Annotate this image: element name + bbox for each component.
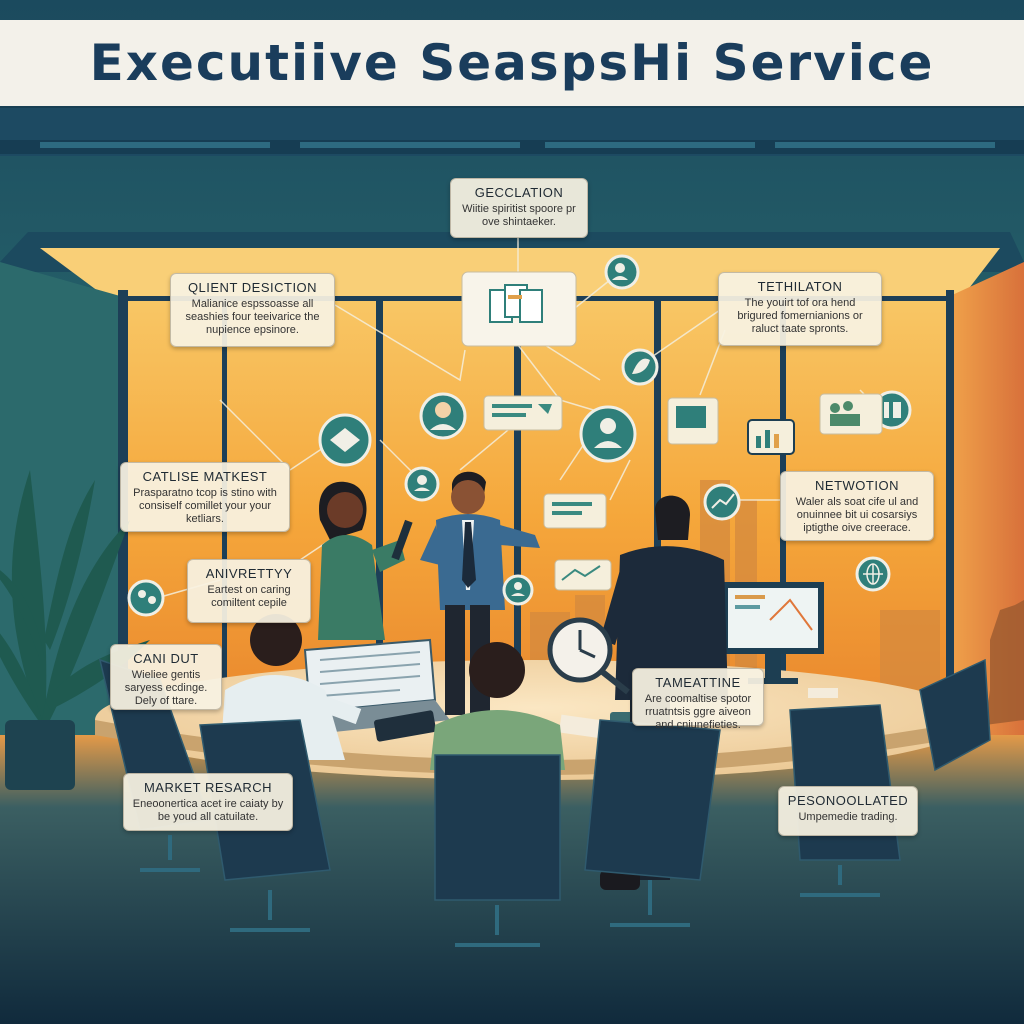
monitor — [722, 582, 824, 684]
briefcase-hand-icon — [502, 574, 534, 606]
team-chart-icon — [872, 390, 912, 430]
laptop — [303, 638, 450, 735]
card-title: TETHILATON — [757, 279, 843, 294]
chair-bases — [140, 835, 880, 947]
people-network-icon — [127, 579, 165, 617]
info-card-pesonoollated: PESONOOLLATED Umpemedie trading. — [778, 786, 918, 836]
card-body: Are coomaltise spotor rruatntsis ggre ai… — [644, 693, 752, 731]
card-body: Umpemedie trading. — [798, 811, 898, 823]
chart-bubble-icon — [747, 419, 795, 455]
card-title: PESONOOLLATED — [787, 793, 909, 808]
potted-plant — [0, 470, 150, 790]
info-card-anivrettyy: ANIVRETTYY Eartest on caring comiltent c… — [187, 559, 311, 623]
message-bubble-icon — [543, 493, 607, 529]
chat-message-icon — [483, 395, 563, 431]
card-title: GECCLATION — [474, 185, 564, 200]
card-title: QLIENT DESICTION — [187, 280, 318, 295]
presentation-board-icon — [667, 397, 719, 445]
card-title: ANIVRETTYY — [205, 566, 293, 581]
person-woman-presenting — [318, 481, 413, 640]
card-body: Eartest on caring comiltent cepile — [207, 584, 291, 609]
info-card-catlise-matkest: CATLISE MATKEST Prasparatno tcop is stin… — [120, 462, 290, 532]
growth-icon — [703, 483, 741, 521]
user-avatar-icon — [404, 466, 440, 502]
card-body: Malianice espssoasse all seashies four t… — [185, 298, 320, 336]
feedback-bubble-icon — [554, 559, 612, 591]
user-profile-icon — [419, 392, 467, 440]
card-title: CANI DUT — [133, 651, 199, 666]
info-card-gecclation: GECCLATION Wiitie spiritist spoore pr ov… — [450, 178, 588, 238]
people-search-icon — [604, 254, 640, 290]
card-body: Wiitie spiritist spoore pr ove shintaeke… — [462, 203, 576, 228]
team-chart-icon — [819, 393, 883, 435]
handshake-icon — [318, 413, 372, 467]
page-title: Executiive SeaspsHi Service — [89, 34, 935, 92]
person-man-presenting — [420, 471, 540, 715]
info-card-tameattine: TAMEATTINE Are coomaltise spotor rruatnt… — [632, 668, 764, 731]
card-body: Prasparatno tcop is stino with consiself… — [133, 487, 277, 525]
info-card-tethilaton: TETHILATON The youirt tof ora hend brigu… — [718, 272, 882, 346]
card-body: The youirt tof ora hend brigured fomerni… — [737, 297, 863, 335]
title-banner: Executiive SeaspsHi Service — [0, 20, 1024, 106]
leaf-icon — [621, 348, 659, 386]
globe-icon — [855, 556, 891, 592]
statue-silhouette — [985, 600, 1024, 725]
document-stack-icon — [461, 271, 577, 347]
card-body: Waler als soat cife ul and onuinnee bit … — [795, 496, 919, 534]
card-body: Wieliee gentis saryess ecdinge. Dely of … — [124, 669, 208, 707]
card-body: Eneoonertica acet ire caiaty by be youd … — [132, 798, 284, 823]
card-title: NETWOTION — [815, 478, 899, 493]
tablet — [374, 710, 436, 742]
card-title: MARKET RESARCH — [143, 780, 273, 795]
user-silhouette-icon — [579, 405, 637, 463]
info-card-cani-dut: CANI DUT Wieliee gentis saryess ecdinge.… — [110, 644, 222, 710]
card-title: CATLISE MATKEST — [142, 469, 268, 484]
info-card-market-research: MARKET RESARCH Eneoonertica acet ire cai… — [123, 773, 293, 831]
card-title: TAMEATTINE — [655, 675, 741, 690]
info-card-netwotion: NETWOTION Waler als soat cife ul and onu… — [780, 471, 934, 541]
stopwatch-magnifier-icon — [547, 617, 630, 695]
info-card-client-desiction: QLIENT DESICTION Malianice espssoasse al… — [170, 273, 335, 347]
